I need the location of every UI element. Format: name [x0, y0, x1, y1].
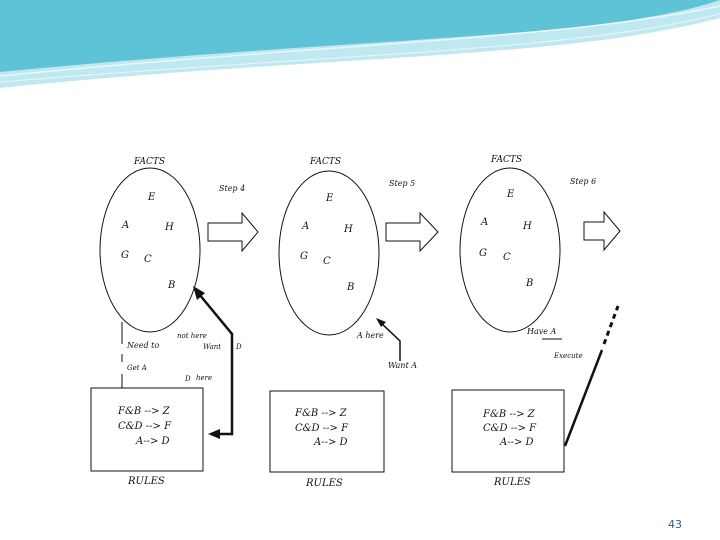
arrowhead	[376, 318, 386, 327]
arrowhead	[208, 429, 220, 439]
fact-letter: G	[121, 250, 129, 261]
annotation-not-here: not here	[177, 332, 207, 340]
slide-number: 43	[668, 518, 682, 531]
fact-letter: C	[144, 254, 152, 265]
rule-line: A--> D	[313, 437, 348, 448]
rules-box	[451, 389, 565, 473]
arrowhead	[193, 286, 205, 300]
annotation-execute: Execute	[553, 352, 583, 360]
fact-letter: H	[343, 224, 353, 235]
fact-letter: G	[300, 251, 308, 262]
fact-letter: H	[522, 221, 532, 232]
rule-line: C&D --> F	[483, 423, 537, 434]
rules-box	[90, 387, 204, 472]
banner-line	[0, 5, 720, 77]
banner-line	[0, 13, 720, 83]
fact-letter: H	[164, 222, 174, 233]
annotation-here: here	[196, 374, 212, 382]
annotation-want-a: Want A	[388, 361, 417, 370]
facts-ellipse	[459, 167, 561, 333]
facts-label: FACTS	[133, 157, 165, 167]
facts-label: FACTS	[309, 157, 341, 167]
fact-letter: C	[323, 256, 331, 267]
fact-letter: E	[325, 193, 334, 204]
annotation-a-here: A here	[356, 331, 384, 340]
annotation-d: D	[235, 343, 242, 351]
step-label: Step 6	[570, 177, 596, 186]
annotation-get-a: Get A	[127, 364, 147, 372]
fact-letter: A	[480, 217, 488, 228]
fact-letter: C	[503, 252, 511, 263]
rule-line: F&B --> Z	[117, 406, 171, 417]
rule-line: C&D --> F	[295, 423, 349, 434]
step-arrow	[207, 211, 259, 253]
fact-letter: B	[525, 278, 533, 289]
annotation-d: D	[184, 375, 191, 383]
rule-line: F&B --> Z	[482, 409, 536, 420]
execute-line	[563, 349, 604, 447]
annotation-have-a: Have A	[526, 327, 557, 336]
step-label: Step 4	[219, 184, 245, 193]
annotation-need-to: Need to	[126, 341, 159, 350]
rule-line: C&D --> F	[118, 421, 172, 432]
facts-ellipse	[99, 167, 201, 333]
rules-label: RULES	[127, 476, 165, 487]
flow-arrow-bold	[198, 293, 234, 436]
fact-letter: A	[121, 220, 129, 231]
step-label: Step 5	[389, 179, 415, 188]
diagram-panel	[84, 150, 638, 496]
fact-letter: A	[301, 221, 309, 232]
rules-label: RULES	[493, 477, 531, 488]
annotation-want: Want	[203, 343, 221, 351]
fact-letter: B	[346, 282, 354, 293]
execute-dashes	[602, 305, 620, 345]
step-arrow	[385, 211, 439, 253]
flow-arrow	[379, 321, 401, 361]
rule-line: F&B --> Z	[294, 408, 348, 419]
header-wave-banner	[0, 0, 720, 88]
fact-letter: B	[167, 280, 175, 291]
rule-line: A--> D	[135, 436, 170, 447]
rules-box	[269, 390, 385, 473]
rule-line: A--> D	[499, 437, 534, 448]
step-arrow	[583, 210, 621, 252]
facts-label: FACTS	[490, 155, 522, 165]
fact-letter: E	[147, 192, 156, 203]
fact-letter: E	[506, 189, 515, 200]
banner-wave-dark	[0, 0, 720, 72]
rules-label: RULES	[305, 478, 343, 489]
fact-letter: G	[479, 248, 487, 259]
facts-ellipse	[278, 170, 380, 336]
